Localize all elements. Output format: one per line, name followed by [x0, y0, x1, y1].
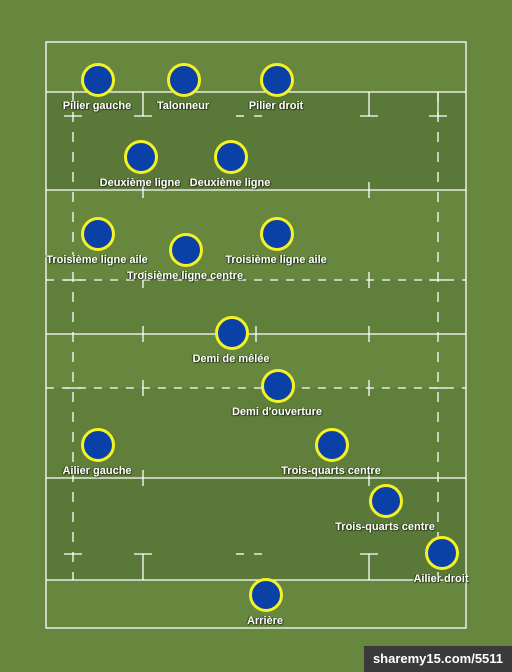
player-token[interactable] — [167, 63, 201, 97]
player-label: Deuxième ligne — [99, 177, 181, 189]
player-label: Trois-quarts centre — [335, 521, 435, 533]
credit-link[interactable]: sharemy15.com/5511 — [364, 646, 512, 672]
player-token[interactable] — [214, 140, 248, 174]
player-token[interactable] — [215, 316, 249, 350]
player-label: Demi d'ouverture — [231, 406, 323, 418]
player-label: Arrière — [246, 615, 284, 627]
player-token[interactable] — [81, 428, 115, 462]
player-label: Talonneur — [156, 100, 210, 112]
player-token[interactable] — [260, 217, 294, 251]
player-label: Demi de mêlée — [192, 353, 270, 365]
player-label: Troisième ligne aile — [46, 254, 148, 266]
player-label: Trois-quarts centre — [281, 465, 381, 477]
player-token[interactable] — [81, 63, 115, 97]
player-label: Deuxième ligne — [189, 177, 271, 189]
pitch-band — [46, 388, 466, 478]
player-label: Troisième ligne centre — [126, 270, 244, 282]
pitch-boundary — [45, 41, 467, 629]
player-token[interactable] — [261, 369, 295, 403]
player-token[interactable] — [81, 217, 115, 251]
player-token[interactable] — [425, 536, 459, 570]
player-token[interactable] — [369, 484, 403, 518]
player-token[interactable] — [260, 63, 294, 97]
player-label: Troisième ligne aile — [225, 254, 327, 266]
player-label: Pilier gauche — [62, 100, 132, 112]
player-token[interactable] — [315, 428, 349, 462]
player-label: Ailier gauche — [62, 465, 132, 477]
player-token[interactable] — [124, 140, 158, 174]
player-token[interactable] — [169, 233, 203, 267]
pitch-band — [46, 92, 466, 190]
player-label: Pilier droit — [248, 100, 304, 112]
pitch-band — [46, 280, 466, 334]
player-token[interactable] — [249, 578, 283, 612]
player-label: Ailier droit — [413, 573, 469, 585]
